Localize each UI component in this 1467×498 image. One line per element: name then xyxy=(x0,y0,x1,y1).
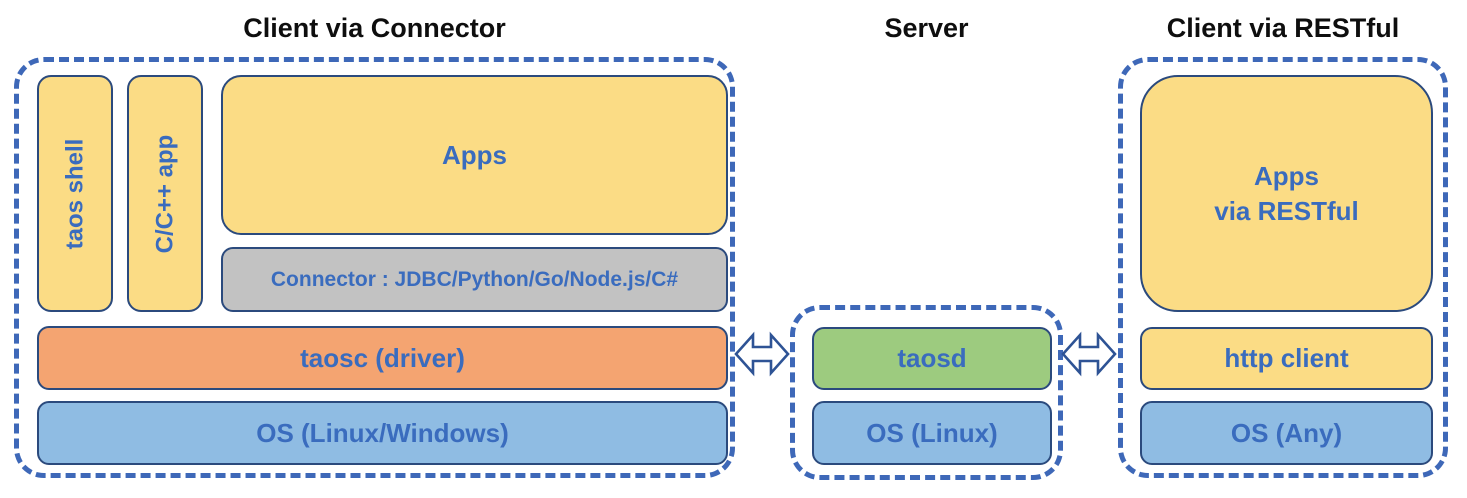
taos-shell-label: taos shell xyxy=(61,138,88,249)
title-client-via-restful: Client via RESTful xyxy=(1166,13,1400,43)
group-client-via-connector: taos shell C/C++ app Apps Connector : JD… xyxy=(14,57,735,478)
box-os-any: OS (Any) xyxy=(1140,401,1433,465)
cpp-app-label: C/C++ app xyxy=(151,134,179,253)
box-apps: Apps xyxy=(221,75,728,235)
double-headed-arrow-icon xyxy=(734,331,790,377)
double-headed-arrow-icon xyxy=(1061,331,1117,377)
group-server: taosd OS (Linux) xyxy=(790,305,1063,480)
apps-via-restful-line1: Apps xyxy=(1254,161,1319,192)
box-os-linux: OS (Linux) xyxy=(812,401,1052,465)
box-taos-shell: taos shell xyxy=(37,75,113,312)
box-os-linux-windows: OS (Linux/Windows) xyxy=(37,401,728,465)
box-cpp-app: C/C++ app xyxy=(127,75,203,312)
box-taosd: taosd xyxy=(812,327,1052,390)
box-http-client: http client xyxy=(1140,327,1433,390)
box-connector: Connector : JDBC/Python/Go/Node.js/C# xyxy=(221,247,728,312)
title-client-via-connector: Client via Connector xyxy=(243,13,506,43)
group-client-via-restful: Apps via RESTful http client OS (Any) xyxy=(1118,57,1448,478)
apps-via-restful-line2: via RESTful xyxy=(1214,195,1359,226)
box-taosc-driver: taosc (driver) xyxy=(37,326,728,390)
box-apps-via-restful: Apps via RESTful xyxy=(1140,75,1433,312)
title-server: Server xyxy=(884,13,969,43)
